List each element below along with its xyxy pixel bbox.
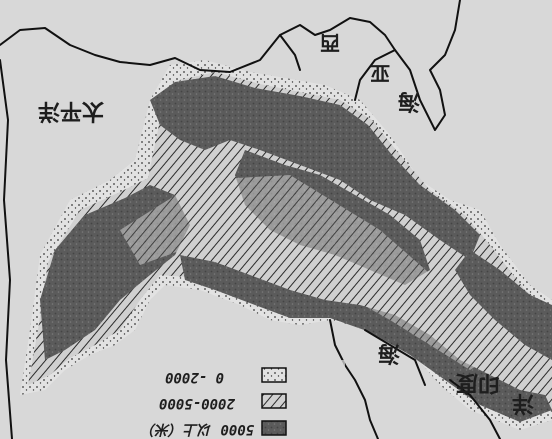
label-top-mid: 西 [320,31,340,55]
northern-border-inner [279,34,301,71]
legend-swatch-mid [261,393,287,409]
border-lines [0,0,501,439]
southern-border-mid [364,329,426,386]
hatch-overlay [120,175,500,370]
legend-swatch-low [261,367,287,383]
legend: 0 -2000 2000-5000 5000 以上（米） [135,360,345,439]
label-bottom-right2: 洋 [512,390,534,416]
legend-label-low: 0 -2000 [165,369,224,385]
legend-swatch-high [261,420,287,436]
elevation-zone-high-east [455,250,552,360]
region-labels: 太平洋 西 亚 海 海 印度 洋 [38,31,534,416]
northern-coastline [0,0,461,131]
legend-label-high: 5000 以上（米） [142,421,254,438]
legend-label-mid: 2000-5000 [159,395,236,411]
label-top-mid2: 亚 [370,61,390,85]
eastern-border [354,49,396,101]
label-bottom-mid: 海 [378,340,400,366]
elevation-zone-high-south [180,255,552,422]
legend-background [135,360,345,439]
label-top-left: 太平洋 [38,98,104,124]
southern-border-west [329,319,379,439]
label-top-right: 海 [398,88,420,114]
southern-border-east [449,379,501,439]
label-bottom-right: 印度 [455,370,500,396]
left-frame-line [0,59,13,439]
elevation-zone-high-north [150,76,480,260]
